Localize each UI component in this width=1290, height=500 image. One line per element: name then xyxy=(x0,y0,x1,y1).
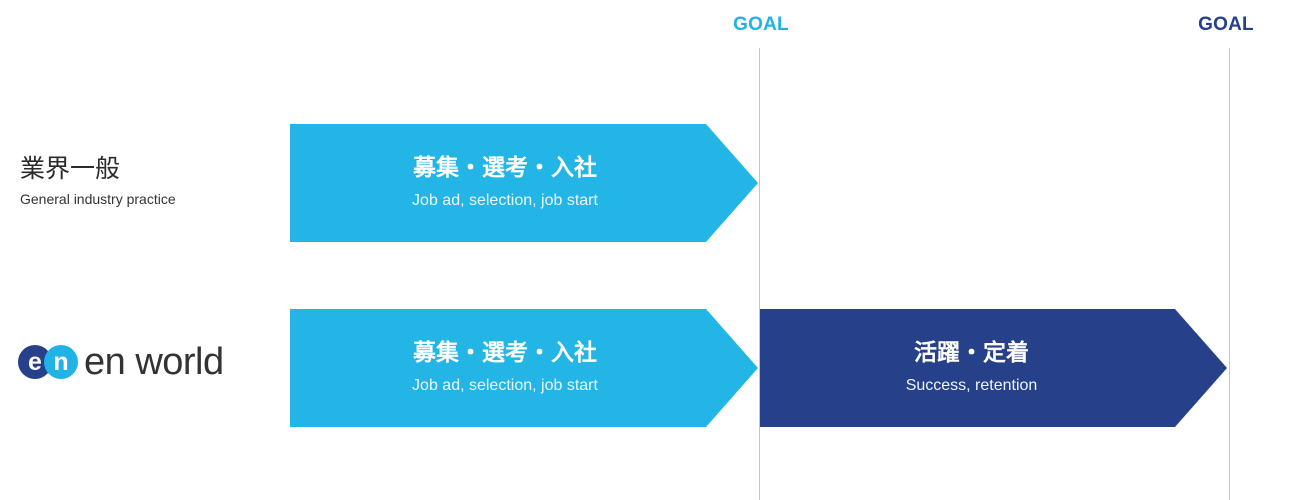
goal-label-2: GOAL xyxy=(1198,14,1254,35)
arrow-recruitment-enworld: 募集・選考・入社 Job ad, selection, job start xyxy=(290,309,758,427)
arrow-subtitle: Job ad, selection, job start xyxy=(412,376,598,394)
goal-label-1: GOAL xyxy=(733,14,789,35)
row-label-industry-ja: 業界一般 xyxy=(20,154,121,183)
en-world-logo: e n en world xyxy=(18,343,224,381)
en-world-logo-mark: e n xyxy=(18,345,78,379)
goal-line-1 xyxy=(759,48,760,500)
row-label-industry-en: General industry practice xyxy=(20,191,176,207)
goal-line-2 xyxy=(1229,48,1230,500)
arrow-success-retention: 活躍・定着 Success, retention xyxy=(760,309,1227,427)
logo-circle-n: n xyxy=(44,345,78,379)
arrow-subtitle: Job ad, selection, job start xyxy=(412,191,598,209)
row-label-industry: 業界一般 General industry practice xyxy=(20,156,176,207)
arrow-subtitle: Success, retention xyxy=(905,376,1038,394)
arrow-title: 募集・選考・入社 xyxy=(413,154,597,181)
logo-wordmark: en world xyxy=(84,341,224,383)
arrow-title: 募集・選考・入社 xyxy=(413,339,597,366)
arrow-recruitment-industry: 募集・選考・入社 Job ad, selection, job start xyxy=(290,124,758,242)
arrow-title: 活躍・定着 xyxy=(914,339,1029,366)
